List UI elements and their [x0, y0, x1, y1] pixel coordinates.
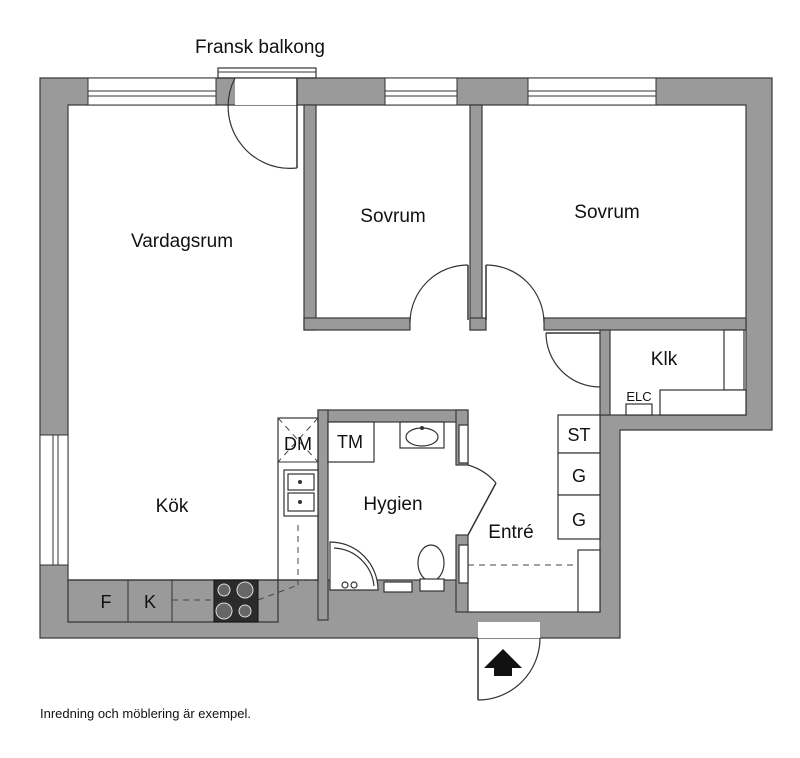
- entrance-storage: [468, 414, 601, 613]
- storage-label: ST: [567, 425, 590, 445]
- closet-door: [545, 329, 747, 416]
- bathroom-door: [467, 464, 497, 536]
- freezer-label: F: [101, 592, 112, 612]
- wardrobe-label-2: G: [572, 510, 586, 530]
- washing-machine-label: TM: [337, 432, 363, 452]
- kitchen-counters: [67, 417, 319, 623]
- balcony-label: Fransk balkong: [195, 37, 325, 58]
- balcony-door: [217, 67, 317, 169]
- entrance-label: Entré: [488, 522, 533, 543]
- closet-label: Klk: [651, 349, 678, 370]
- kitchen-label: Kök: [156, 496, 189, 517]
- bedroom-walls: [303, 104, 747, 416]
- entrance-door: [477, 622, 541, 701]
- electric-cabinet-label: ELC: [626, 389, 651, 404]
- living-room-label: Vardagsrum: [131, 231, 233, 252]
- fridge-label: K: [144, 592, 156, 612]
- windows: [39, 77, 657, 566]
- bedroom-label-2: Sovrum: [574, 202, 639, 223]
- washing-machine: [327, 421, 375, 463]
- wardrobe-label-1: G: [572, 466, 586, 486]
- bathroom-fixtures: [329, 421, 469, 593]
- footnote: Inredning och möblering är exempel.: [40, 706, 251, 721]
- dishwasher-label: DM: [284, 434, 312, 454]
- bedroom-doors: [409, 264, 545, 323]
- stove: [213, 579, 259, 623]
- bedroom-label-1: Sovrum: [360, 206, 425, 227]
- bathroom-label: Hygien: [363, 494, 422, 515]
